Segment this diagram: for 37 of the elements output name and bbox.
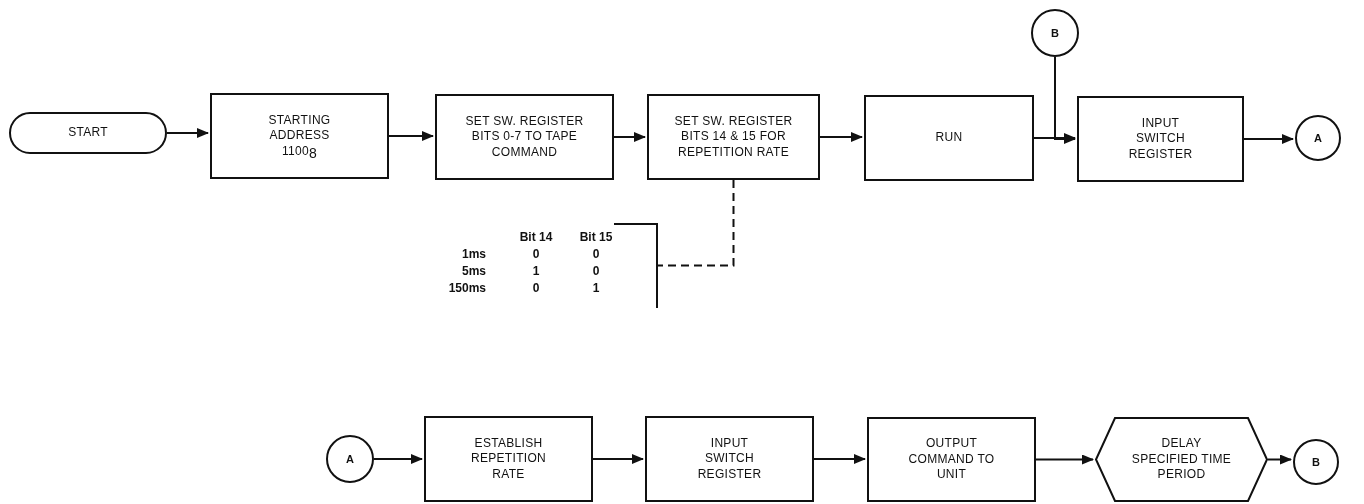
- arrow: [819, 132, 863, 142]
- table-cell-text: 1ms: [460, 246, 487, 262]
- table-bracket: [614, 223, 658, 308]
- process-box: INPUT SWITCH REGISTER: [645, 416, 814, 502]
- arrow: [613, 132, 646, 142]
- table-cell-text: 1: [591, 280, 601, 296]
- table-cell-text: 0: [531, 280, 541, 296]
- dashed-line: [657, 179, 735, 267]
- table-cell-text: Bit 14: [518, 229, 554, 245]
- arrow: [1243, 134, 1294, 144]
- connector-circle: B: [1293, 439, 1339, 485]
- process-box: RUN: [864, 95, 1034, 181]
- terminal-shape: START: [9, 112, 167, 154]
- table-cell-text: 150ms: [447, 280, 487, 296]
- arrow: [1267, 454, 1292, 465]
- process-box: SET SW. REGISTER BITS 0-7 TO TAPE COMMAND: [435, 94, 614, 180]
- process-box: SET SW. REGISTER BITS 14 & 15 FOR REPETITION RATE: [647, 94, 820, 180]
- arrow: [813, 454, 866, 464]
- connector-circle: A: [326, 435, 374, 483]
- table-cell-text: 0: [591, 263, 601, 279]
- process-box: INPUT SWITCH REGISTER: [1077, 96, 1244, 182]
- connector-circle: A: [1295, 115, 1341, 161]
- arrow: [1035, 454, 1094, 465]
- arrow: [592, 454, 644, 464]
- preparation-hexagon: DELAY SPECIFIED TIME PERIOD: [1095, 417, 1268, 502]
- arrow: [166, 128, 209, 138]
- arrow: [388, 131, 434, 141]
- connector-circle: B: [1031, 9, 1079, 57]
- table-cell-text: 5ms: [460, 263, 487, 279]
- process-box: OUTPUT COMMAND TO UNIT: [867, 417, 1036, 502]
- arrow: [373, 454, 423, 464]
- table-cell-text: 0: [531, 246, 541, 262]
- arrow: [1054, 56, 1076, 144]
- table-cell-text: 1: [531, 263, 541, 279]
- table-cell-text: Bit 15: [578, 229, 614, 245]
- table-cell-text: 0: [591, 246, 601, 262]
- process-box: ESTABLISH REPETITION RATE: [424, 416, 593, 502]
